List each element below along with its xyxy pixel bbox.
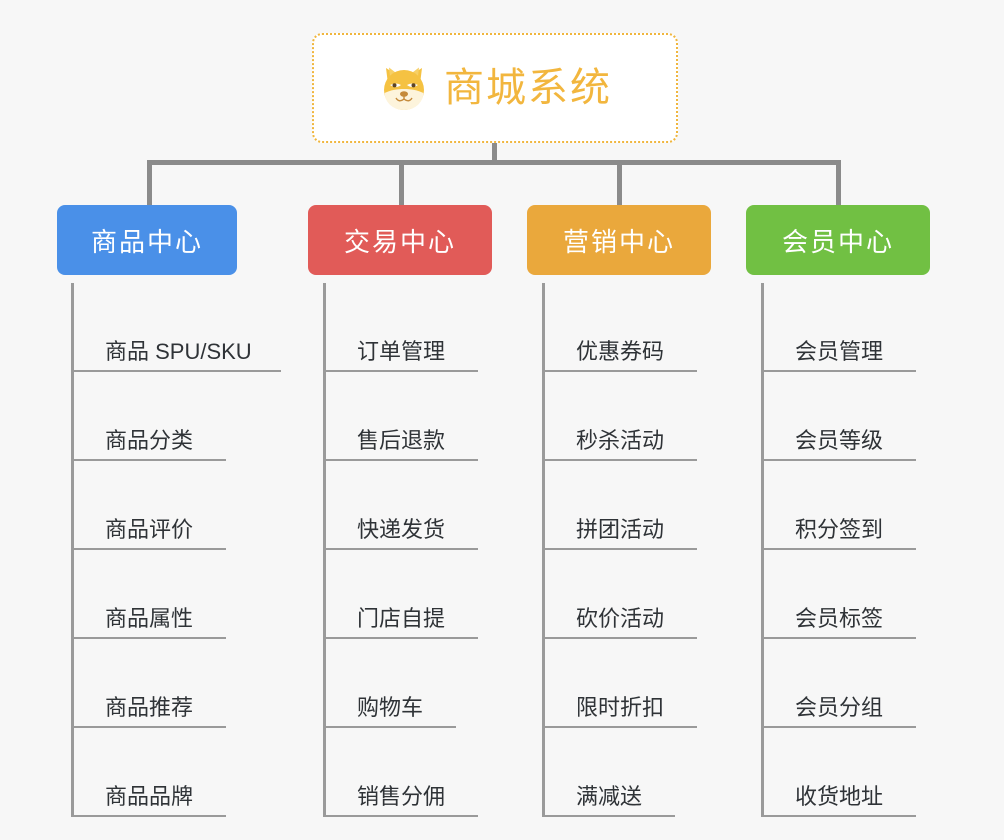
leaf-item[interactable]: 销售分佣 <box>323 728 478 817</box>
category-label: 会员中心 <box>781 226 894 257</box>
connector-drop-4 <box>836 160 841 205</box>
category-box-marketing-center[interactable]: 营销中心 <box>527 205 711 275</box>
leaf-item-label: 砍价活动 <box>576 605 665 631</box>
leaf-item[interactable]: 会员标签 <box>761 550 916 639</box>
leaf-item[interactable]: 积分签到 <box>761 461 916 550</box>
leaf-item-label: 商品属性 <box>105 605 194 631</box>
category-label: 营销中心 <box>562 226 675 257</box>
leaf-item-label: 销售分佣 <box>357 783 446 809</box>
category-label: 交易中心 <box>343 226 456 257</box>
leaf-spine <box>542 283 545 817</box>
leaf-item-label: 商品评价 <box>105 516 194 542</box>
leaf-item[interactable]: 会员管理 <box>761 283 916 372</box>
leaf-item-label: 限时折扣 <box>576 694 665 720</box>
leaf-item[interactable]: 订单管理 <box>323 283 478 372</box>
leaf-item[interactable]: 商品推荐 <box>71 639 226 728</box>
leaf-item-label: 快递发货 <box>357 516 446 542</box>
leaf-item[interactable]: 购物车 <box>323 639 456 728</box>
leaf-item[interactable]: 门店自提 <box>323 550 478 639</box>
connector-horizontal-bus <box>149 160 840 165</box>
dog-face-icon <box>378 62 430 114</box>
leaf-item[interactable]: 商品品牌 <box>71 728 226 817</box>
leaf-item[interactable]: 商品分类 <box>71 372 226 461</box>
leaf-item-label: 会员标签 <box>795 605 884 631</box>
category-box-member-center[interactable]: 会员中心 <box>746 205 930 275</box>
leaf-item[interactable]: 商品属性 <box>71 550 226 639</box>
leaf-item[interactable]: 收货地址 <box>761 728 916 817</box>
leaf-item[interactable]: 商品评价 <box>71 461 226 550</box>
category-label: 商品中心 <box>90 226 203 257</box>
leaf-item-label: 优惠券码 <box>576 338 665 364</box>
leaf-item[interactable]: 限时折扣 <box>542 639 697 728</box>
connector-drop-2 <box>399 160 404 205</box>
connector-root-stem <box>492 143 497 165</box>
leaf-item[interactable]: 拼团活动 <box>542 461 697 550</box>
leaf-item-label: 满减送 <box>576 783 643 809</box>
leaf-item-label: 商品 SPU/SKU <box>105 338 252 364</box>
leaf-item-label: 收货地址 <box>795 783 884 809</box>
category-box-product-center[interactable]: 商品中心 <box>57 205 237 275</box>
root-node-mall-system[interactable]: 商城系统 <box>312 33 678 143</box>
leaf-item[interactable]: 满减送 <box>542 728 675 817</box>
leaf-item-label: 会员管理 <box>795 338 884 364</box>
leaf-item-label: 商品品牌 <box>105 783 194 809</box>
leaf-item-label: 商品推荐 <box>105 694 194 720</box>
leaf-item[interactable]: 优惠券码 <box>542 283 697 372</box>
leaf-item-label: 会员等级 <box>795 427 884 453</box>
leaf-item-label: 门店自提 <box>357 605 446 631</box>
leaf-spine <box>761 283 764 817</box>
root-node-label: 商城系统 <box>444 66 612 110</box>
leaf-item-label: 积分签到 <box>795 516 884 542</box>
leaf-item[interactable]: 会员分组 <box>761 639 916 728</box>
leaf-item[interactable]: 售后退款 <box>323 372 478 461</box>
leaf-spine <box>323 283 326 817</box>
leaf-item-label: 拼团活动 <box>576 516 665 542</box>
leaf-item[interactable]: 秒杀活动 <box>542 372 697 461</box>
connector-drop-1 <box>147 160 152 205</box>
leaf-item[interactable]: 商品 SPU/SKU <box>71 283 281 372</box>
leaf-item[interactable]: 砍价活动 <box>542 550 697 639</box>
leaf-item[interactable]: 会员等级 <box>761 372 916 461</box>
connector-drop-3 <box>617 160 622 205</box>
leaf-item-label: 售后退款 <box>357 427 446 453</box>
leaf-item-label: 购物车 <box>357 694 424 720</box>
category-box-trade-center[interactable]: 交易中心 <box>308 205 492 275</box>
leaf-spine <box>71 283 74 817</box>
leaf-item[interactable]: 快递发货 <box>323 461 478 550</box>
leaf-item-label: 商品分类 <box>105 427 194 453</box>
leaf-item-label: 秒杀活动 <box>576 427 665 453</box>
leaf-item-label: 订单管理 <box>357 338 446 364</box>
leaf-item-label: 会员分组 <box>795 694 884 720</box>
